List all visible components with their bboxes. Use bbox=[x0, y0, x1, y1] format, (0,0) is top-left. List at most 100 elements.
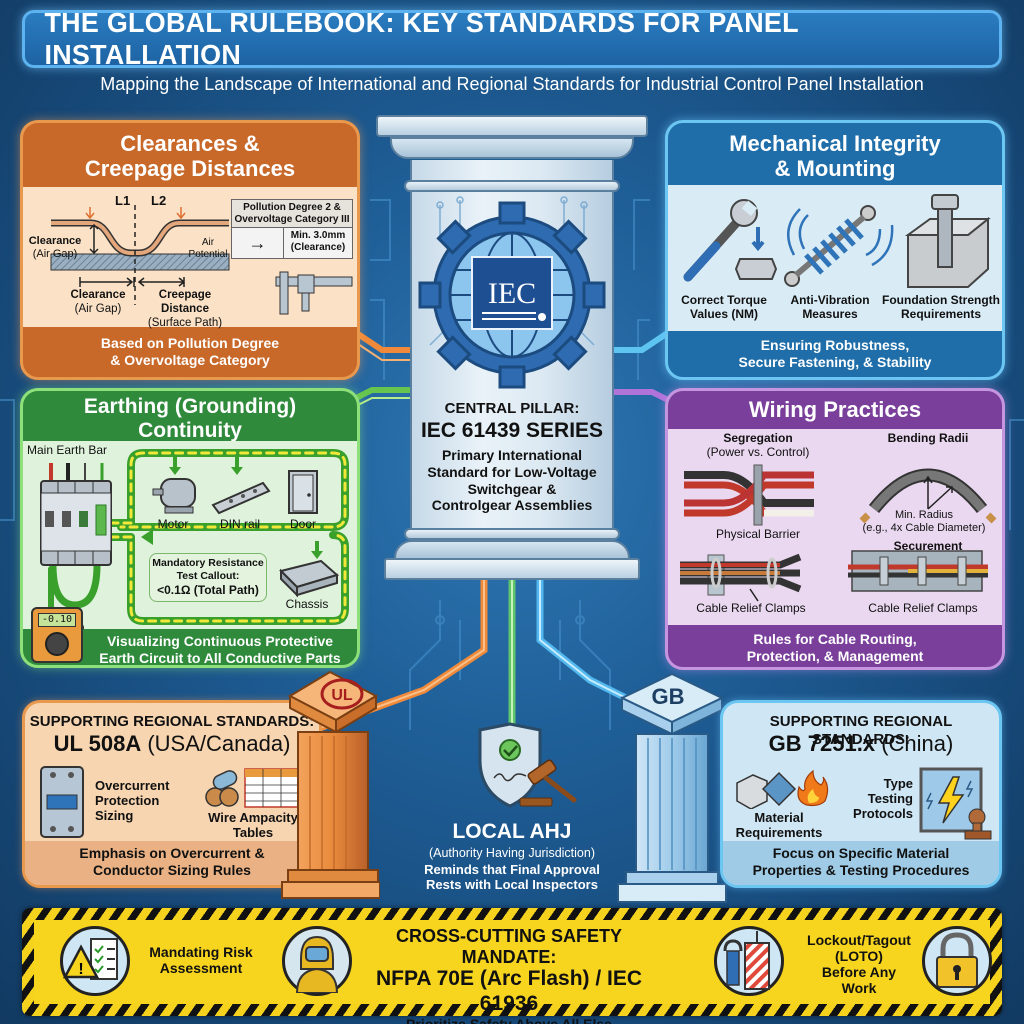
anchor-bolt-icon bbox=[904, 194, 991, 288]
clearances-panel: Clearances & Creepage Distances L1 L2 Cl… bbox=[20, 120, 360, 380]
ahj-desc-line2: Rests with Local Inspectors bbox=[426, 876, 598, 892]
vibration-line1: Anti-Vibration bbox=[790, 293, 870, 307]
tagout-icon bbox=[714, 926, 784, 996]
clearances-diagram: L1 L2 Clearance (Air Gap) Air Potential … bbox=[23, 187, 357, 329]
wiring-footer-line2: Protection, & Management bbox=[746, 647, 924, 664]
pollution-table-row: → Min. 3.0mm (Clearance) bbox=[232, 228, 352, 258]
clearance-left-line2: (Air Gap) bbox=[32, 248, 78, 261]
iec-logo-text: IEC bbox=[488, 277, 536, 310]
gb-7251-panel: SUPPORTING REGIONAL STANDARDS: GB 7251.x… bbox=[720, 700, 1002, 888]
ahj-title: LOCAL AHJ bbox=[452, 820, 572, 843]
table-head-line1: Pollution Degree 2 & bbox=[243, 202, 341, 213]
wire-ampacity-line1: Wire Ampacity bbox=[208, 810, 298, 825]
table-head-line2: Overvoltage Category III bbox=[234, 213, 350, 225]
motor-icon bbox=[152, 478, 196, 514]
mechanical-illustrations bbox=[683, 194, 991, 288]
segregation-line2: (Power vs. Control) bbox=[706, 445, 810, 460]
wiring-diagrams: Segregation (Power vs. Control) Physical… bbox=[668, 429, 1002, 625]
callout-line2: Test Callout: bbox=[176, 570, 240, 583]
ul-heading: SUPPORTING REGIONAL STANDARDS: bbox=[29, 713, 315, 730]
air-line2: Potential bbox=[188, 249, 228, 260]
central-pillar-plinth bbox=[384, 558, 640, 580]
spring-damper-icon bbox=[784, 205, 894, 287]
ahj-description: Reminds that Final Approval Rests with L… bbox=[386, 862, 638, 893]
clearances-footer-line1: Based on Pollution Degree bbox=[100, 335, 280, 351]
ul-standard: UL 508A bbox=[53, 731, 142, 756]
central-pillar-cap bbox=[376, 115, 648, 137]
page-subtitle: Mapping the Landscape of International a… bbox=[100, 74, 924, 94]
gb-pillar: GB bbox=[617, 672, 727, 903]
torque-line2: Values (NM) bbox=[689, 307, 758, 322]
safety-banner-inner: ! Mandating Risk Assessment CROSS-CUTTIN… bbox=[34, 920, 992, 1024]
safety-mandate-banner: ! Mandating Risk Assessment CROSS-CUTTIN… bbox=[22, 908, 1002, 1024]
shield-gavel-icon bbox=[478, 722, 577, 808]
overcurrent-line2: Protection bbox=[95, 792, 160, 808]
foundation-line2: Requirements bbox=[900, 307, 982, 322]
testing-line2: Testing bbox=[867, 790, 913, 806]
wrench-bolt-icon bbox=[683, 199, 778, 282]
ul-region: (USA/Canada) bbox=[147, 731, 291, 756]
mechanical-title-line1: Mechanical Integrity bbox=[729, 131, 941, 156]
pollution-table-head: Pollution Degree 2 & Overvoltage Categor… bbox=[232, 200, 352, 228]
padlock-glyph bbox=[936, 932, 978, 988]
loto-line3: Before Any Work bbox=[821, 964, 897, 997]
gb-footer-line1: Focus on Specific Material bbox=[772, 845, 950, 861]
clearances-title: Clearances & Creepage Distances bbox=[23, 123, 357, 187]
earthing-panel: Earthing (Grounding) Continuity bbox=[20, 388, 360, 668]
safety-mandate-text: CROSS-CUTTING SAFETY MANDATE: NFPA 70E (… bbox=[364, 926, 654, 1024]
central-pillar-base bbox=[394, 540, 630, 560]
ul-508a-panel: SUPPORTING REGIONAL STANDARDS: UL 508A (… bbox=[22, 700, 322, 888]
testing-line3: Protocols bbox=[853, 805, 913, 821]
central-pillar-capital bbox=[390, 137, 634, 159]
air-potential-label: Air Potential bbox=[183, 237, 233, 261]
ul-standard-line: UL 508A (USA/Canada) bbox=[25, 731, 319, 757]
mech-item-foundation: Foundation Strength Requirements bbox=[880, 293, 1002, 322]
bottom-clearance-label: Clearance (Air Gap) bbox=[63, 289, 133, 317]
title-banner: THE GLOBAL RULEBOOK: KEY STANDARDS FOR P… bbox=[22, 7, 1002, 70]
creepage-line1: Creepage Distance bbox=[158, 289, 212, 315]
gb-region: (China) bbox=[881, 731, 954, 756]
main-earth-bar-label: Main Earth Bar bbox=[27, 443, 108, 457]
radius-line1: Min. Radius bbox=[894, 509, 954, 521]
svg-text:!: ! bbox=[78, 961, 83, 978]
main-earth-bar-icon bbox=[40, 463, 112, 566]
wire-ampacity-line2: Tables bbox=[232, 824, 274, 840]
door-icon bbox=[288, 470, 318, 514]
wiring-title: Wiring Practices bbox=[748, 397, 922, 422]
testing-line1: Type bbox=[883, 776, 913, 791]
earthing-diagram: Main Earth Bar Motor DIN rail Door Chass… bbox=[23, 441, 357, 629]
loto-label: Lockout/Tagout (LOTO) Before Any Work bbox=[804, 932, 914, 996]
overcurrent-line3: Sizing bbox=[95, 807, 134, 823]
target-chassis: Chassis bbox=[285, 597, 329, 611]
label-l2: L2 bbox=[151, 193, 167, 208]
clearance-left-line1: Clearance bbox=[28, 235, 82, 247]
target-din-rail: DIN rail bbox=[219, 517, 260, 531]
risk-assessment-label: Mandating Risk Assessment bbox=[146, 944, 256, 976]
iec-gear-globe-icon: IEC bbox=[418, 196, 606, 389]
wiring-footer: Rules for Cable Routing, Protection, & M… bbox=[668, 625, 1002, 665]
earthing-footer-line1: Visualizing Continuous Protective bbox=[106, 633, 334, 649]
risk-line2: Assessment bbox=[159, 960, 243, 977]
securement-label: Securement bbox=[893, 539, 963, 553]
mechanical-footer: Ensuring Robustness, Secure Fastening, &… bbox=[668, 331, 1002, 371]
central-desc-line3: Switchgear & bbox=[467, 480, 557, 497]
gb-footer: Focus on Specific Material Properties & … bbox=[723, 841, 999, 885]
overcurrent-line1: Overcurrent bbox=[95, 778, 170, 793]
ul-footer-line2: Conductor Sizing Rules bbox=[93, 861, 251, 878]
loto-line2: (LOTO) bbox=[835, 948, 883, 965]
min-radius-label: Min. Radius (e.g., 4x Cable Diameter) bbox=[848, 509, 1000, 535]
mechanical-footer-line1: Ensuring Robustness, bbox=[760, 337, 910, 353]
wire-ampacity-label: Wire Ampacity Tables bbox=[193, 810, 313, 841]
central-pillar-ring bbox=[404, 180, 620, 192]
padlock-icon bbox=[922, 926, 992, 996]
mech-item-vibration: Anti-Vibration Measures bbox=[780, 293, 880, 322]
wiring-panel: Wiring Practices bbox=[665, 388, 1005, 670]
page-title: THE GLOBAL RULEBOOK: KEY STANDARDS FOR P… bbox=[44, 7, 799, 70]
caliper-icon bbox=[275, 271, 353, 315]
earthing-title-line2: Continuity bbox=[138, 419, 242, 443]
gb-footer-line2: Properties & Testing Procedures bbox=[752, 861, 970, 878]
creepage-line2: (Surface Path) bbox=[147, 316, 223, 329]
clearances-title-line2: Creepage Distances bbox=[84, 156, 296, 182]
mechanical-title: Mechanical Integrity & Mounting bbox=[668, 123, 1002, 185]
material-line1: Material bbox=[754, 810, 804, 825]
